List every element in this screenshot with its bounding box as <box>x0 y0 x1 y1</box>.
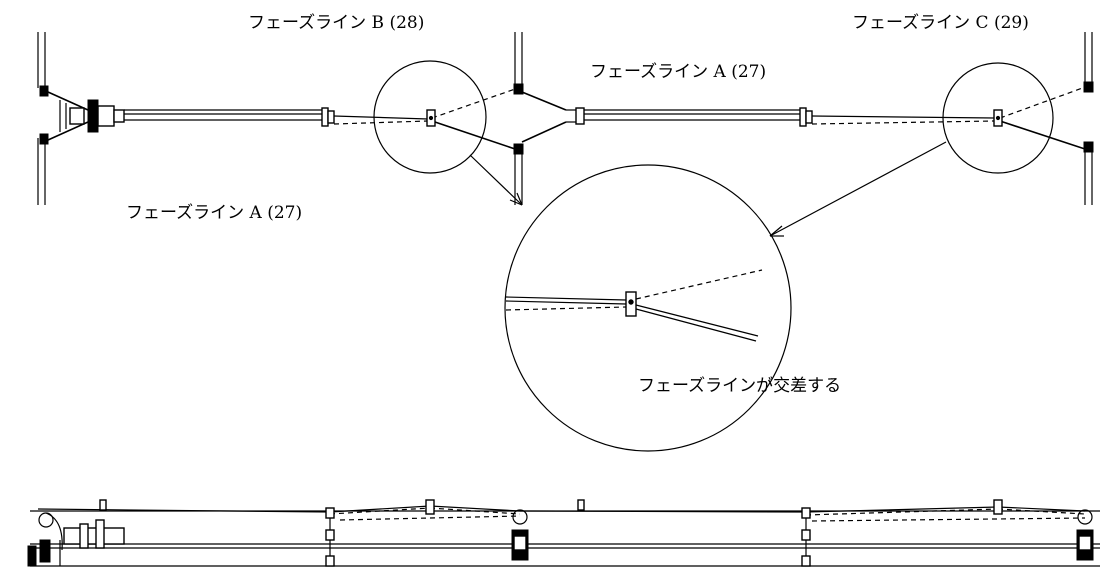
phase-line-c-right <box>811 85 1089 151</box>
left-frame-post <box>37 32 49 205</box>
boom-section-left <box>124 107 335 127</box>
middle-hinge <box>521 91 585 143</box>
zoom-arrow-left <box>469 154 523 206</box>
label-phase-line-c: フェーズライン C (29) <box>852 13 1029 33</box>
boom-section-right <box>584 107 813 127</box>
detail-zoom-circle <box>504 164 792 452</box>
side-view-boom <box>27 499 1100 567</box>
label-phase-lines-cross: フェーズラインが交差する <box>638 376 841 396</box>
phase-line-b-left <box>333 87 519 151</box>
zoom-arrow-right <box>769 141 947 237</box>
label-phase-line-a-left: フェーズライン A (27) <box>126 203 302 223</box>
detail-phase-lines <box>505 269 763 342</box>
magnifier-circle-right <box>942 62 1054 174</box>
label-phase-line-a-top: フェーズライン A (27) <box>590 62 766 82</box>
label-phase-line-b: フェーズライン B (28) <box>248 13 424 33</box>
right-frame-post <box>1083 32 1094 205</box>
middle-frame-post <box>513 32 524 205</box>
magnifier-circle-left <box>373 60 487 174</box>
boom-mount <box>47 91 125 141</box>
